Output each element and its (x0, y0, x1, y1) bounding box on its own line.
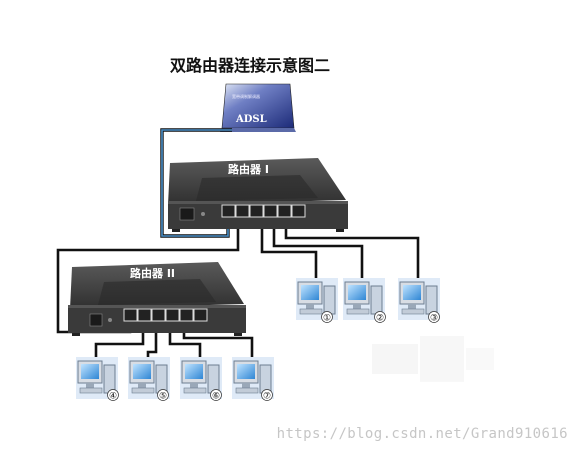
computer-7: ⑦ (232, 357, 274, 402)
computer-7-number: ⑦ (263, 392, 271, 402)
computer-2-number: ② (376, 314, 384, 324)
computer-5-number: ⑤ (159, 392, 167, 402)
computer-4-number: ④ (109, 392, 117, 402)
computer-3-number: ③ (430, 314, 438, 324)
computer-4: ④ (76, 357, 119, 402)
computer-6: ⑥ (180, 357, 222, 402)
router1-to-pc1-cable (260, 218, 318, 280)
router2-to-pc5-cable (146, 320, 158, 358)
router1-to-pc2-cable (272, 218, 364, 280)
computer-3: ③ (398, 278, 440, 324)
computer-2: ② (343, 278, 386, 324)
computer-6-number: ⑥ (212, 392, 220, 402)
router-1-label: 路由器 I (228, 162, 269, 176)
router-2-label: 路由器 II (130, 266, 175, 280)
router-2-lan-ports (123, 308, 208, 322)
computer-5: ⑤ (128, 357, 170, 402)
router-2: 路由器 II (68, 262, 246, 336)
computer-1-number: ① (323, 314, 331, 324)
adsl-modem-small-text: 宽带调制解调器 (232, 93, 260, 99)
watermark-url: https://blog.csdn.net/Grand910616 (276, 426, 568, 442)
adsl-modem-label: ADSL (235, 114, 267, 125)
modem-to-router1-cable (160, 128, 232, 238)
computer-1: ① (296, 278, 338, 324)
adsl-modem: 宽带调制解调器 ADSL (220, 83, 296, 132)
router-1-lan-ports (221, 204, 306, 218)
blurred-patch (372, 336, 494, 382)
diagram-title: 双路由器连接示意图二 (169, 56, 330, 75)
router-1: 路由器 I (168, 158, 348, 232)
